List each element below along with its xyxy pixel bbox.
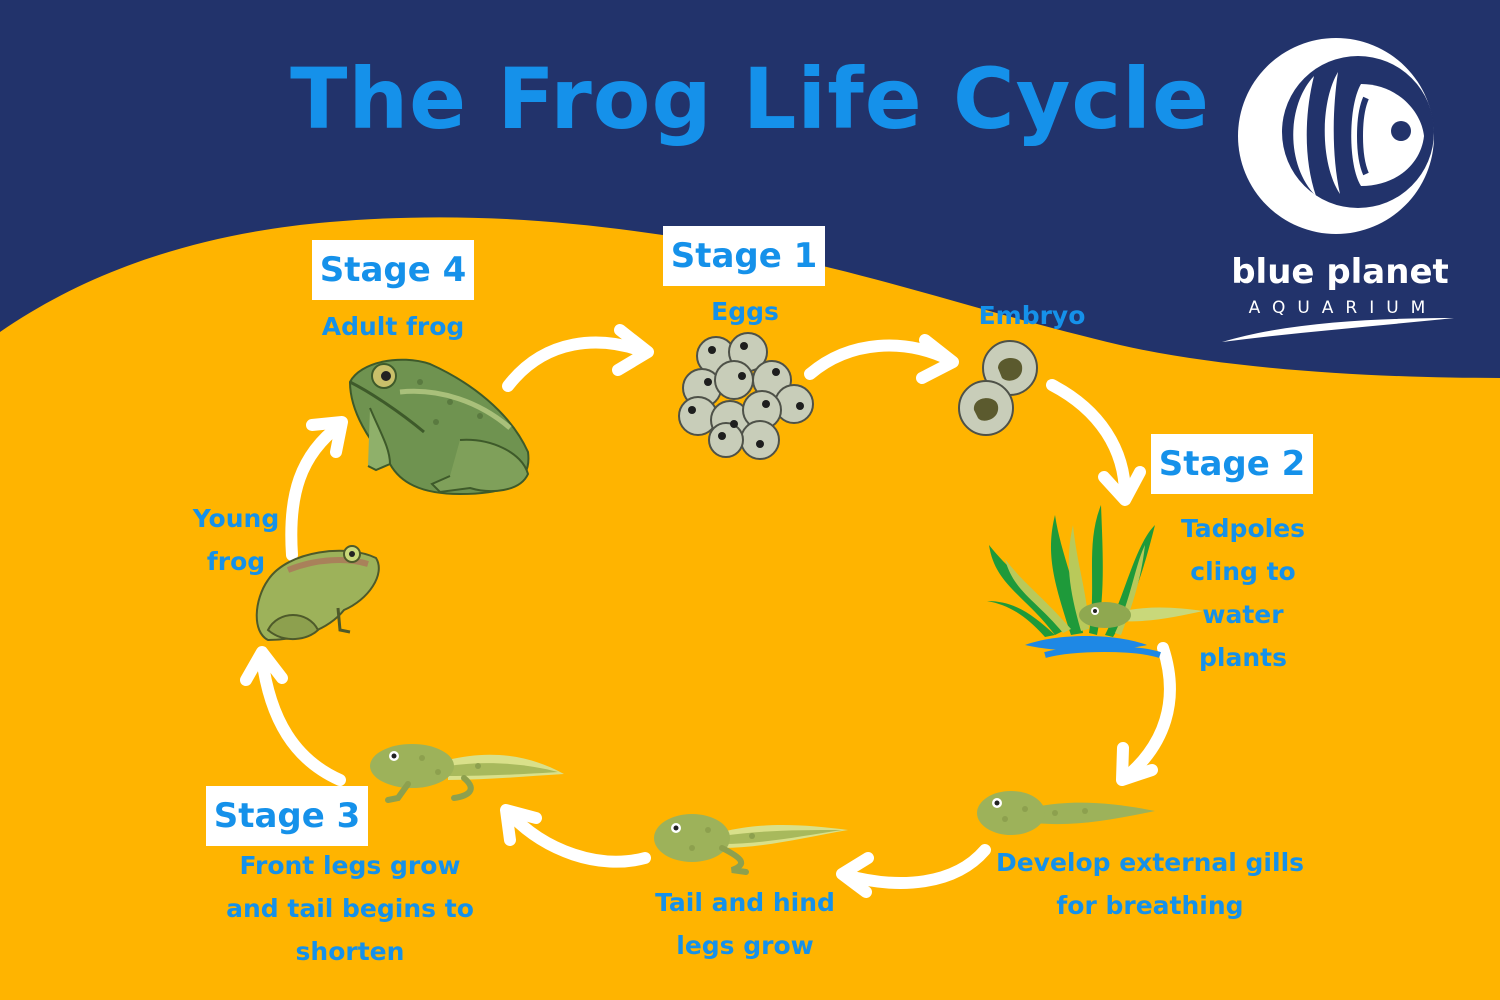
front-legs-line-2: and tail begins to bbox=[226, 894, 474, 923]
cycle-arrow-icon bbox=[839, 844, 991, 889]
tadpoles-label: Tadpoles cling to water plants bbox=[1168, 507, 1318, 679]
cycle-arrow-head-icon bbox=[1098, 466, 1146, 506]
tadpoles-line-3: water bbox=[1202, 600, 1284, 629]
tadpole-front-legs-icon bbox=[370, 744, 564, 803]
tadpole-hind-legs-icon bbox=[654, 814, 848, 875]
cycle-arrow-head-icon bbox=[612, 324, 654, 376]
cycle-arrow-icon bbox=[502, 806, 651, 868]
young-frog-line-1: Young bbox=[192, 504, 280, 533]
cycle-arrow-head-icon bbox=[500, 804, 542, 846]
tadpole-gills-icon bbox=[977, 791, 1155, 835]
tadpoles-line-1: Tadpoles bbox=[1180, 514, 1306, 543]
logo-swoosh-icon bbox=[1222, 318, 1454, 342]
tadpoles-line-4: plants bbox=[1199, 643, 1287, 672]
eggs-label: Eggs bbox=[711, 297, 779, 326]
tail-hind-legs-label: Tail and hind legs grow bbox=[645, 881, 845, 967]
stage-4-label: Stage 4 bbox=[312, 240, 474, 300]
cycle-arrow-icon bbox=[1119, 642, 1176, 784]
young-frog-label: Young frog bbox=[180, 497, 292, 583]
cycle-arrow-head-icon bbox=[836, 852, 874, 898]
stage-3-label: Stage 3 bbox=[206, 786, 368, 846]
adult-frog-icon bbox=[348, 358, 530, 496]
stage-1-label: Stage 1 bbox=[663, 226, 825, 286]
fish-in-circle-logo-icon bbox=[1238, 38, 1434, 234]
cycle-arrow-icon bbox=[256, 652, 346, 786]
logo-brand-name: blue planet bbox=[1231, 252, 1449, 292]
adult-frog-label: Adult frog bbox=[321, 312, 465, 341]
gills-line-1: Develop external gills bbox=[995, 848, 1305, 877]
cycle-arrow-head-icon bbox=[306, 416, 348, 458]
page-title: The Frog Life Cycle bbox=[290, 50, 1210, 148]
young-frog-line-2: frog bbox=[206, 547, 266, 576]
gills-label: Develop external gills for breathing bbox=[995, 841, 1305, 927]
tadpoles-line-2: cling to bbox=[1190, 557, 1296, 586]
embryo-icon bbox=[958, 340, 1038, 436]
front-legs-label: Front legs grow and tail begins to short… bbox=[220, 844, 480, 973]
eggs-icon bbox=[678, 332, 814, 460]
embryo-label: Embryo bbox=[978, 301, 1086, 330]
water-plant-icon bbox=[987, 505, 1161, 658]
stage-2-label: Stage 2 bbox=[1151, 434, 1313, 494]
front-legs-line-1: Front legs grow bbox=[239, 851, 461, 880]
cycle-arrow-head-icon bbox=[1116, 742, 1158, 786]
cycle-arrow-head-icon bbox=[916, 334, 959, 384]
tail-hind-line-1: Tail and hind bbox=[655, 888, 835, 917]
gills-line-2: for breathing bbox=[1056, 891, 1244, 920]
navy-wave-header bbox=[0, 0, 1500, 378]
logo-brand-subtitle: AQUARIUM bbox=[1248, 298, 1438, 318]
cycle-arrow-icon bbox=[285, 419, 346, 561]
cycle-arrow-head-icon bbox=[240, 646, 288, 686]
front-legs-line-3: shorten bbox=[295, 937, 405, 966]
cycle-arrow-icon bbox=[502, 336, 651, 392]
tadpole-icon bbox=[1079, 602, 1203, 628]
tail-hind-line-2: legs grow bbox=[676, 931, 814, 960]
young-frog-icon bbox=[255, 545, 380, 642]
cycle-arrow-icon bbox=[1046, 379, 1131, 501]
